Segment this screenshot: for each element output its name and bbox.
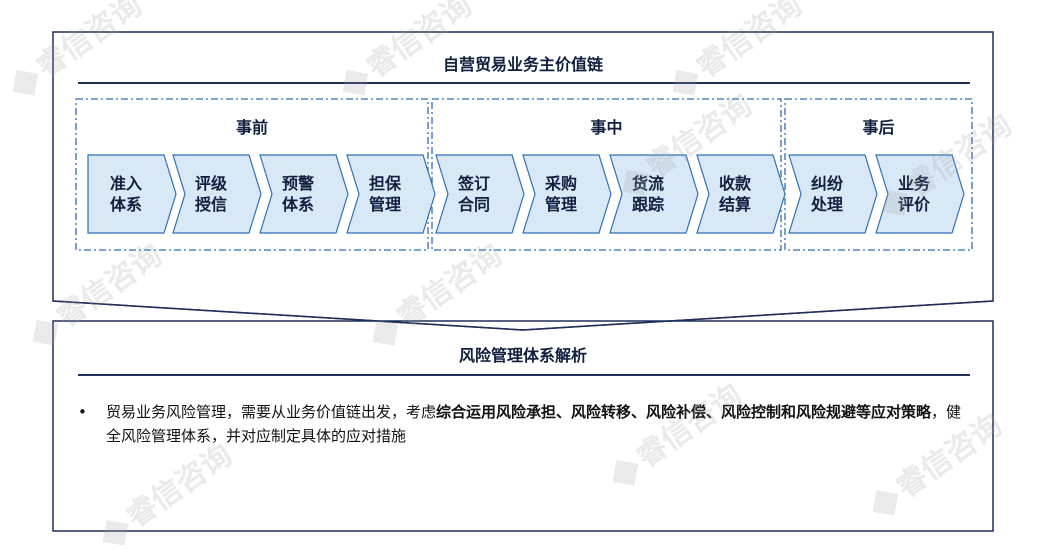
phase-box-after bbox=[784, 98, 973, 251]
phase-label-before: 事前 bbox=[235, 118, 268, 137]
step-chevron bbox=[788, 154, 878, 234]
analysis-title: 风险管理体系解析 bbox=[458, 346, 587, 365]
step-chevron bbox=[696, 154, 786, 234]
step-chevron bbox=[875, 154, 965, 234]
phase-label-during: 事中 bbox=[590, 118, 623, 137]
phase-box-during bbox=[431, 98, 782, 251]
bullet-marker: • bbox=[78, 403, 87, 421]
value-chain-pointer bbox=[52, 300, 994, 331]
phase-label-after: 事后 bbox=[862, 118, 895, 137]
step-chevron bbox=[609, 154, 699, 234]
step-chevron bbox=[435, 154, 525, 234]
step-chevron bbox=[172, 154, 262, 234]
bullet-text-after: ，健全风险管理体系，并对应制定具体的应对措施 bbox=[106, 403, 962, 445]
bullet-text-before: 贸易业务风险管理，需要从业务价值链出发，考虑 bbox=[106, 403, 437, 421]
value-chain-title: 自营贸易业务主价值链 bbox=[442, 55, 603, 74]
step-chevron bbox=[522, 154, 612, 234]
value-chain-steps bbox=[87, 154, 965, 234]
bullet-text-bold: 综合运用风险承担、风险转移、风险补偿、风险控制和风险规避等应对策略 bbox=[436, 403, 932, 421]
step-chevron bbox=[259, 154, 349, 234]
analysis-bullet-text: 贸易业务风险管理，需要从业务价值链出发，考虑综合运用风险承担、风险转移、风险补偿… bbox=[106, 400, 976, 448]
step-chevron bbox=[87, 154, 177, 234]
phase-box-before bbox=[75, 98, 429, 251]
step-chevron bbox=[346, 154, 436, 234]
